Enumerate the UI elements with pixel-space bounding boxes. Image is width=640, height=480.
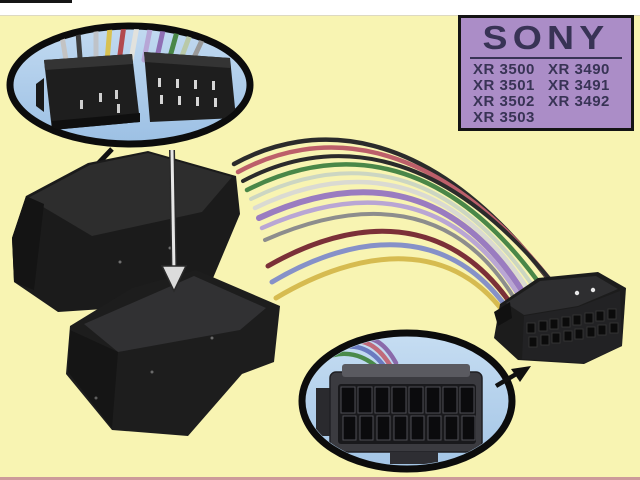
pin-hole-grid [526,308,619,348]
inset-pin-slots [340,386,476,441]
model-number: XR 3491 [548,77,610,94]
wire-black-2 [241,154,558,289]
sixteen-pin-connector [494,272,626,364]
inset-pin-connector-front [316,364,483,464]
inset-iso-plugs-closeup [6,22,254,148]
sony-model-box: SONY XR 3500 XR 3501 XR 3502 XR 3503 XR … [458,15,634,131]
model-number: XR 3502 [473,93,535,110]
scan-edge-mark [0,0,72,3]
model-number: XR 3500 [473,61,535,78]
model-column-left: XR 3500 XR 3501 XR 3502 XR 3503 [473,62,548,126]
wire-blue [269,242,516,320]
brand-underline [470,57,622,59]
model-column-right: XR 3490 XR 3491 XR 3492 [548,62,623,126]
bottom-edge-line [0,477,640,480]
inset-left-iso-plug [36,54,140,130]
inset-sixteen-pin-closeup [298,329,516,473]
arrow-down-icon [160,149,188,293]
model-number: XR 3501 [473,77,535,94]
top-white-strip [0,0,640,16]
wire-white [252,179,536,300]
wire-pale-green [249,171,539,294]
lower-iso-plug [66,270,280,436]
wire-maroon [265,228,520,316]
model-number: XR 3492 [548,93,610,110]
upper-iso-plug [12,151,240,312]
model-list: XR 3500 XR 3501 XR 3502 XR 3503 XR 3490 … [461,62,631,126]
wire-light-purple [259,200,528,309]
wire-yellow [273,256,513,324]
wire-purple [256,189,532,305]
model-number: XR 3503 [473,109,535,126]
wire-green [244,162,545,290]
inset-right-iso-plug [144,52,236,122]
wire-grey [263,212,523,312]
wire-bundle [231,137,558,324]
arrow-up-right-icon [494,366,531,388]
model-number: XR 3490 [548,61,610,78]
brand-logo-text: SONY [482,18,610,57]
